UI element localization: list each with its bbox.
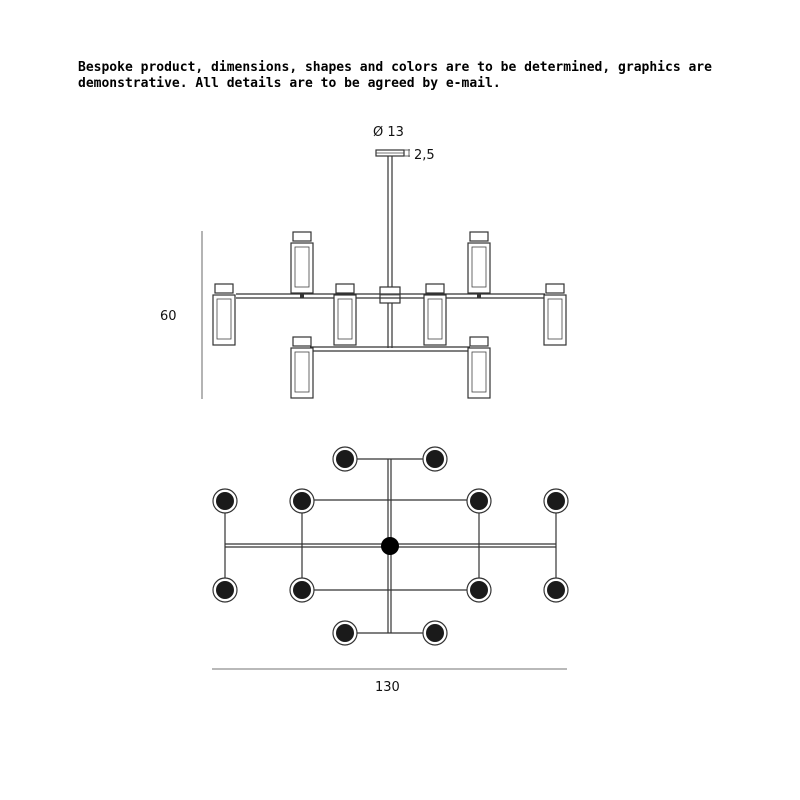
lamp-shade-inner [294, 351, 310, 393]
lamp-shade [290, 336, 314, 399]
plan-lamp [422, 446, 448, 472]
plan-lamp-disc [470, 581, 488, 599]
connector-right [477, 293, 481, 298]
lamp-shade-inner [471, 246, 487, 288]
lamp-cap [425, 283, 445, 294]
lamp-shade-outer [467, 347, 491, 399]
lamp-cap [292, 336, 312, 347]
lamp-cap [469, 231, 489, 242]
lamp-shade-inner [337, 298, 353, 340]
lamp-shade-outer [423, 294, 447, 346]
width-label: 130 [375, 680, 400, 695]
lamp-cap [469, 336, 489, 347]
plan-lamp [212, 488, 238, 514]
plan-lamp-disc [426, 450, 444, 468]
plan-lamp [422, 620, 448, 646]
connector-left [300, 293, 304, 298]
lamp-shade-outer [333, 294, 357, 346]
plan-lamp [332, 620, 358, 646]
plan-lamp [466, 488, 492, 514]
plan-lamp-disc [426, 624, 444, 642]
plan-lamp-disc [470, 492, 488, 510]
plan-lamp [289, 577, 315, 603]
plan-lamp [543, 577, 569, 603]
plan-lamp-disc [293, 581, 311, 599]
lamp-cap [545, 283, 565, 294]
plan-lamp-disc [547, 581, 565, 599]
plan-center-hub [381, 537, 399, 555]
plan-lamp [466, 577, 492, 603]
lamp-shade-inner [427, 298, 443, 340]
plan-lamp [543, 488, 569, 514]
front-elevation-view: Ø 13 2,5 60 [160, 125, 567, 399]
lamp-shade-outer [212, 294, 236, 346]
front-lamps [212, 231, 567, 399]
plan-lamp-disc [336, 450, 354, 468]
plan-lamp [332, 446, 358, 472]
plan-lamps [212, 446, 569, 646]
lamp-shade [423, 283, 447, 346]
plan-lamp-disc [216, 492, 234, 510]
plan-view: 130 [212, 446, 569, 695]
lamp-shade [543, 283, 567, 346]
lamp-shade-outer [467, 242, 491, 294]
lamp-shade-inner [294, 246, 310, 288]
canopy-height-label: 2,5 [414, 148, 435, 163]
lamp-shade-inner [547, 298, 563, 340]
disclaimer-line-1: Bespoke product, dimensions, shapes and … [78, 60, 712, 75]
lamp-cap [214, 283, 234, 294]
lamp-shade [467, 231, 491, 294]
plan-lamp-disc [216, 581, 234, 599]
lamp-shade-outer [543, 294, 567, 346]
lamp-shade-outer [290, 242, 314, 294]
disclaimer-note: Bespoke product, dimensions, shapes and … [78, 60, 758, 92]
height-label: 60 [160, 309, 177, 324]
lamp-shade [290, 231, 314, 294]
lamp-cap [292, 231, 312, 242]
lamp-shade-outer [290, 347, 314, 399]
lamp-shade [212, 283, 236, 346]
plan-lamp-disc [293, 492, 311, 510]
plan-lamp [289, 488, 315, 514]
lamp-shade [333, 283, 357, 346]
lamp-cap [335, 283, 355, 294]
plan-lamp [212, 577, 238, 603]
canopy-diameter-label: Ø 13 [373, 125, 404, 140]
disclaimer-line-2: demonstrative. All details are to be agr… [78, 76, 501, 91]
lamp-shade-inner [471, 351, 487, 393]
lamp-shade [467, 336, 491, 399]
lamp-shade-inner [216, 298, 232, 340]
plan-lamp-disc [336, 624, 354, 642]
plan-lamp-disc [547, 492, 565, 510]
